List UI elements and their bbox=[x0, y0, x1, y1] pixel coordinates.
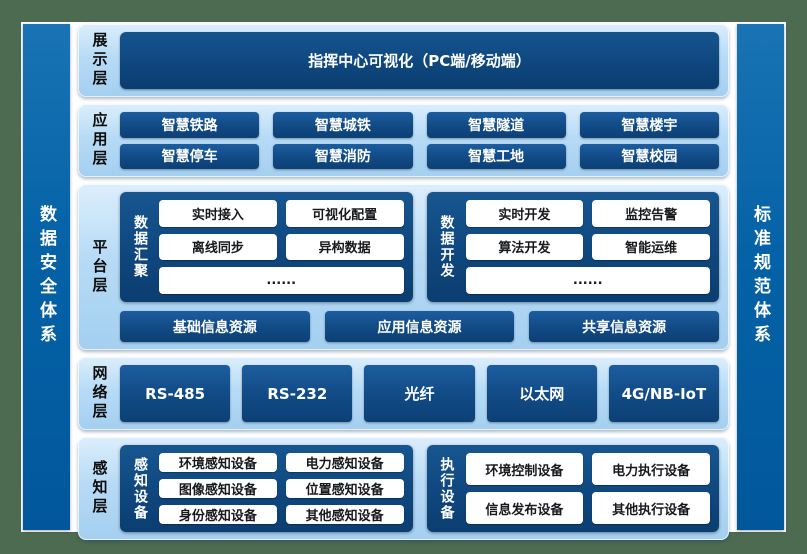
app-chip: 智慧铁路 bbox=[120, 112, 260, 138]
resource-chip: 应用信息资源 bbox=[324, 311, 515, 342]
device-box: 图像感知设备 bbox=[159, 479, 277, 498]
information-resources-row: 基础信息资源 应用信息资源 共享信息资源 bbox=[120, 311, 720, 342]
app-chip: 智慧隧道 bbox=[426, 112, 566, 138]
capability-box: 实时接入 bbox=[159, 200, 277, 227]
resource-chip: 基础信息资源 bbox=[120, 311, 310, 342]
app-chip: 智慧校园 bbox=[579, 143, 719, 169]
execution-devices-panel-label: 执行设备 bbox=[438, 456, 455, 521]
network-layer-label: 网络层 bbox=[90, 365, 109, 422]
device-box: 身份感知设备 bbox=[159, 505, 277, 524]
presentation-layer-content: 指挥中心可视化（PC端/移动端） bbox=[120, 32, 719, 89]
execution-devices-panel: 执行设备 环境控制设备 电力执行设备 信息发布设备 其他执行设备 bbox=[426, 445, 719, 532]
data-aggregation-grid: 实时接入 可视化配置 离线同步 异构数据 ...... bbox=[159, 200, 404, 294]
app-chip: 智慧工地 bbox=[426, 143, 566, 169]
perception-panels-row: 感知设备 环境感知设备 电力感知设备 图像感知设备 位置感知设备 身份感知设备 … bbox=[120, 445, 719, 532]
app-chip: 智慧楼宇 bbox=[579, 112, 719, 138]
device-box: 电力执行设备 bbox=[592, 453, 710, 485]
perception-layer-band: 感知层 感知设备 环境感知设备 电力感知设备 图像感知设备 位置感知设备 身份感… bbox=[78, 437, 729, 540]
data-development-grid: 实时开发 监控告警 算法开发 智能运维 ...... bbox=[465, 200, 710, 294]
data-development-panel: 数据开发 实时开发 监控告警 算法开发 智能运维 ...... bbox=[426, 192, 719, 302]
network-chip: RS-485 bbox=[120, 365, 231, 422]
standards-pillar-label: 标准规范体系 bbox=[750, 205, 770, 349]
device-box: 信息发布设备 bbox=[465, 492, 584, 524]
sensing-devices-panel-label: 感知设备 bbox=[132, 456, 148, 521]
network-chip: 光纤 bbox=[364, 365, 475, 422]
device-box: 电力感知设备 bbox=[285, 453, 404, 472]
capability-box: 可视化配置 bbox=[285, 200, 404, 227]
capability-box: 实时开发 bbox=[465, 200, 584, 227]
data-aggregation-panel: 数据汇聚 实时接入 可视化配置 离线同步 异构数据 ...... bbox=[120, 192, 413, 302]
capability-box: 智能运维 bbox=[592, 233, 710, 261]
data-aggregation-panel-label: 数据汇聚 bbox=[132, 215, 148, 279]
standards-pillar: 标准规范体系 bbox=[737, 24, 784, 530]
device-box: 环境控制设备 bbox=[465, 453, 584, 485]
command-center-visualization-box: 指挥中心可视化（PC端/移动端） bbox=[120, 32, 719, 89]
capability-box: 离线同步 bbox=[159, 233, 277, 261]
capability-box: 异构数据 bbox=[285, 233, 404, 261]
capability-box: 算法开发 bbox=[465, 233, 584, 261]
perception-layer-content: 感知设备 环境感知设备 电力感知设备 图像感知设备 位置感知设备 身份感知设备 … bbox=[120, 445, 719, 532]
app-chip: 智慧消防 bbox=[273, 143, 413, 169]
network-layer-content: RS-485 RS-232 光纤 以太网 4G/NB-IoT bbox=[120, 365, 720, 422]
device-box: 其他感知设备 bbox=[285, 505, 404, 524]
data-development-panel-label: 数据开发 bbox=[438, 215, 455, 279]
capability-more-box: ...... bbox=[465, 267, 710, 294]
network-chip: 4G/NB-IoT bbox=[608, 365, 720, 422]
capability-more-box: ...... bbox=[159, 267, 404, 294]
application-layer-label: 应用层 bbox=[90, 112, 109, 169]
resource-chip: 共享信息资源 bbox=[529, 311, 720, 342]
network-chip: RS-232 bbox=[242, 365, 353, 422]
device-box: 环境感知设备 bbox=[159, 453, 277, 472]
app-chip: 智慧停车 bbox=[120, 143, 260, 169]
layer-stack: 展示层 指挥中心可视化（PC端/移动端） 应用层 智慧铁路 智慧城铁 智慧隧道 … bbox=[78, 24, 729, 540]
network-chip: 以太网 bbox=[486, 365, 597, 422]
capability-box: 监控告警 bbox=[592, 200, 710, 227]
presentation-layer-label: 展示层 bbox=[90, 32, 109, 89]
platform-layer-label: 平台层 bbox=[90, 238, 109, 296]
presentation-layer-band: 展示层 指挥中心可视化（PC端/移动端） bbox=[78, 24, 729, 97]
app-chip: 智慧城铁 bbox=[273, 112, 413, 138]
data-security-pillar: 数据安全体系 bbox=[23, 24, 70, 530]
sensing-devices-panel: 感知设备 环境感知设备 电力感知设备 图像感知设备 位置感知设备 身份感知设备 … bbox=[120, 445, 413, 532]
platform-layer-band: 平台层 数据汇聚 实时接入 可视化配置 离线同步 异构数据 ...... bbox=[78, 184, 729, 350]
perception-layer-label: 感知层 bbox=[90, 460, 109, 517]
device-box: 位置感知设备 bbox=[285, 479, 404, 498]
data-security-pillar-label: 数据安全体系 bbox=[36, 205, 56, 349]
sensing-devices-grid: 环境感知设备 电力感知设备 图像感知设备 位置感知设备 身份感知设备 其他感知设… bbox=[159, 453, 404, 524]
platform-panels-row: 数据汇聚 实时接入 可视化配置 离线同步 异构数据 ...... 数据开发 bbox=[120, 192, 719, 302]
application-layer-content: 智慧铁路 智慧城铁 智慧隧道 智慧楼宇 智慧停车 智慧消防 智慧工地 智慧校园 bbox=[120, 112, 719, 169]
application-layer-band: 应用层 智慧铁路 智慧城铁 智慧隧道 智慧楼宇 智慧停车 智慧消防 智慧工地 智… bbox=[78, 104, 729, 177]
network-layer-band: 网络层 RS-485 RS-232 光纤 以太网 4G/NB-IoT bbox=[78, 357, 729, 430]
diagram-canvas: 数据安全体系 展示层 指挥中心可视化（PC端/移动端） 应用层 智慧铁路 智慧城… bbox=[21, 22, 786, 540]
execution-devices-grid: 环境控制设备 电力执行设备 信息发布设备 其他执行设备 bbox=[465, 453, 710, 524]
device-box: 其他执行设备 bbox=[592, 492, 710, 524]
platform-layer-content: 数据汇聚 实时接入 可视化配置 离线同步 异构数据 ...... 数据开发 bbox=[120, 192, 720, 342]
